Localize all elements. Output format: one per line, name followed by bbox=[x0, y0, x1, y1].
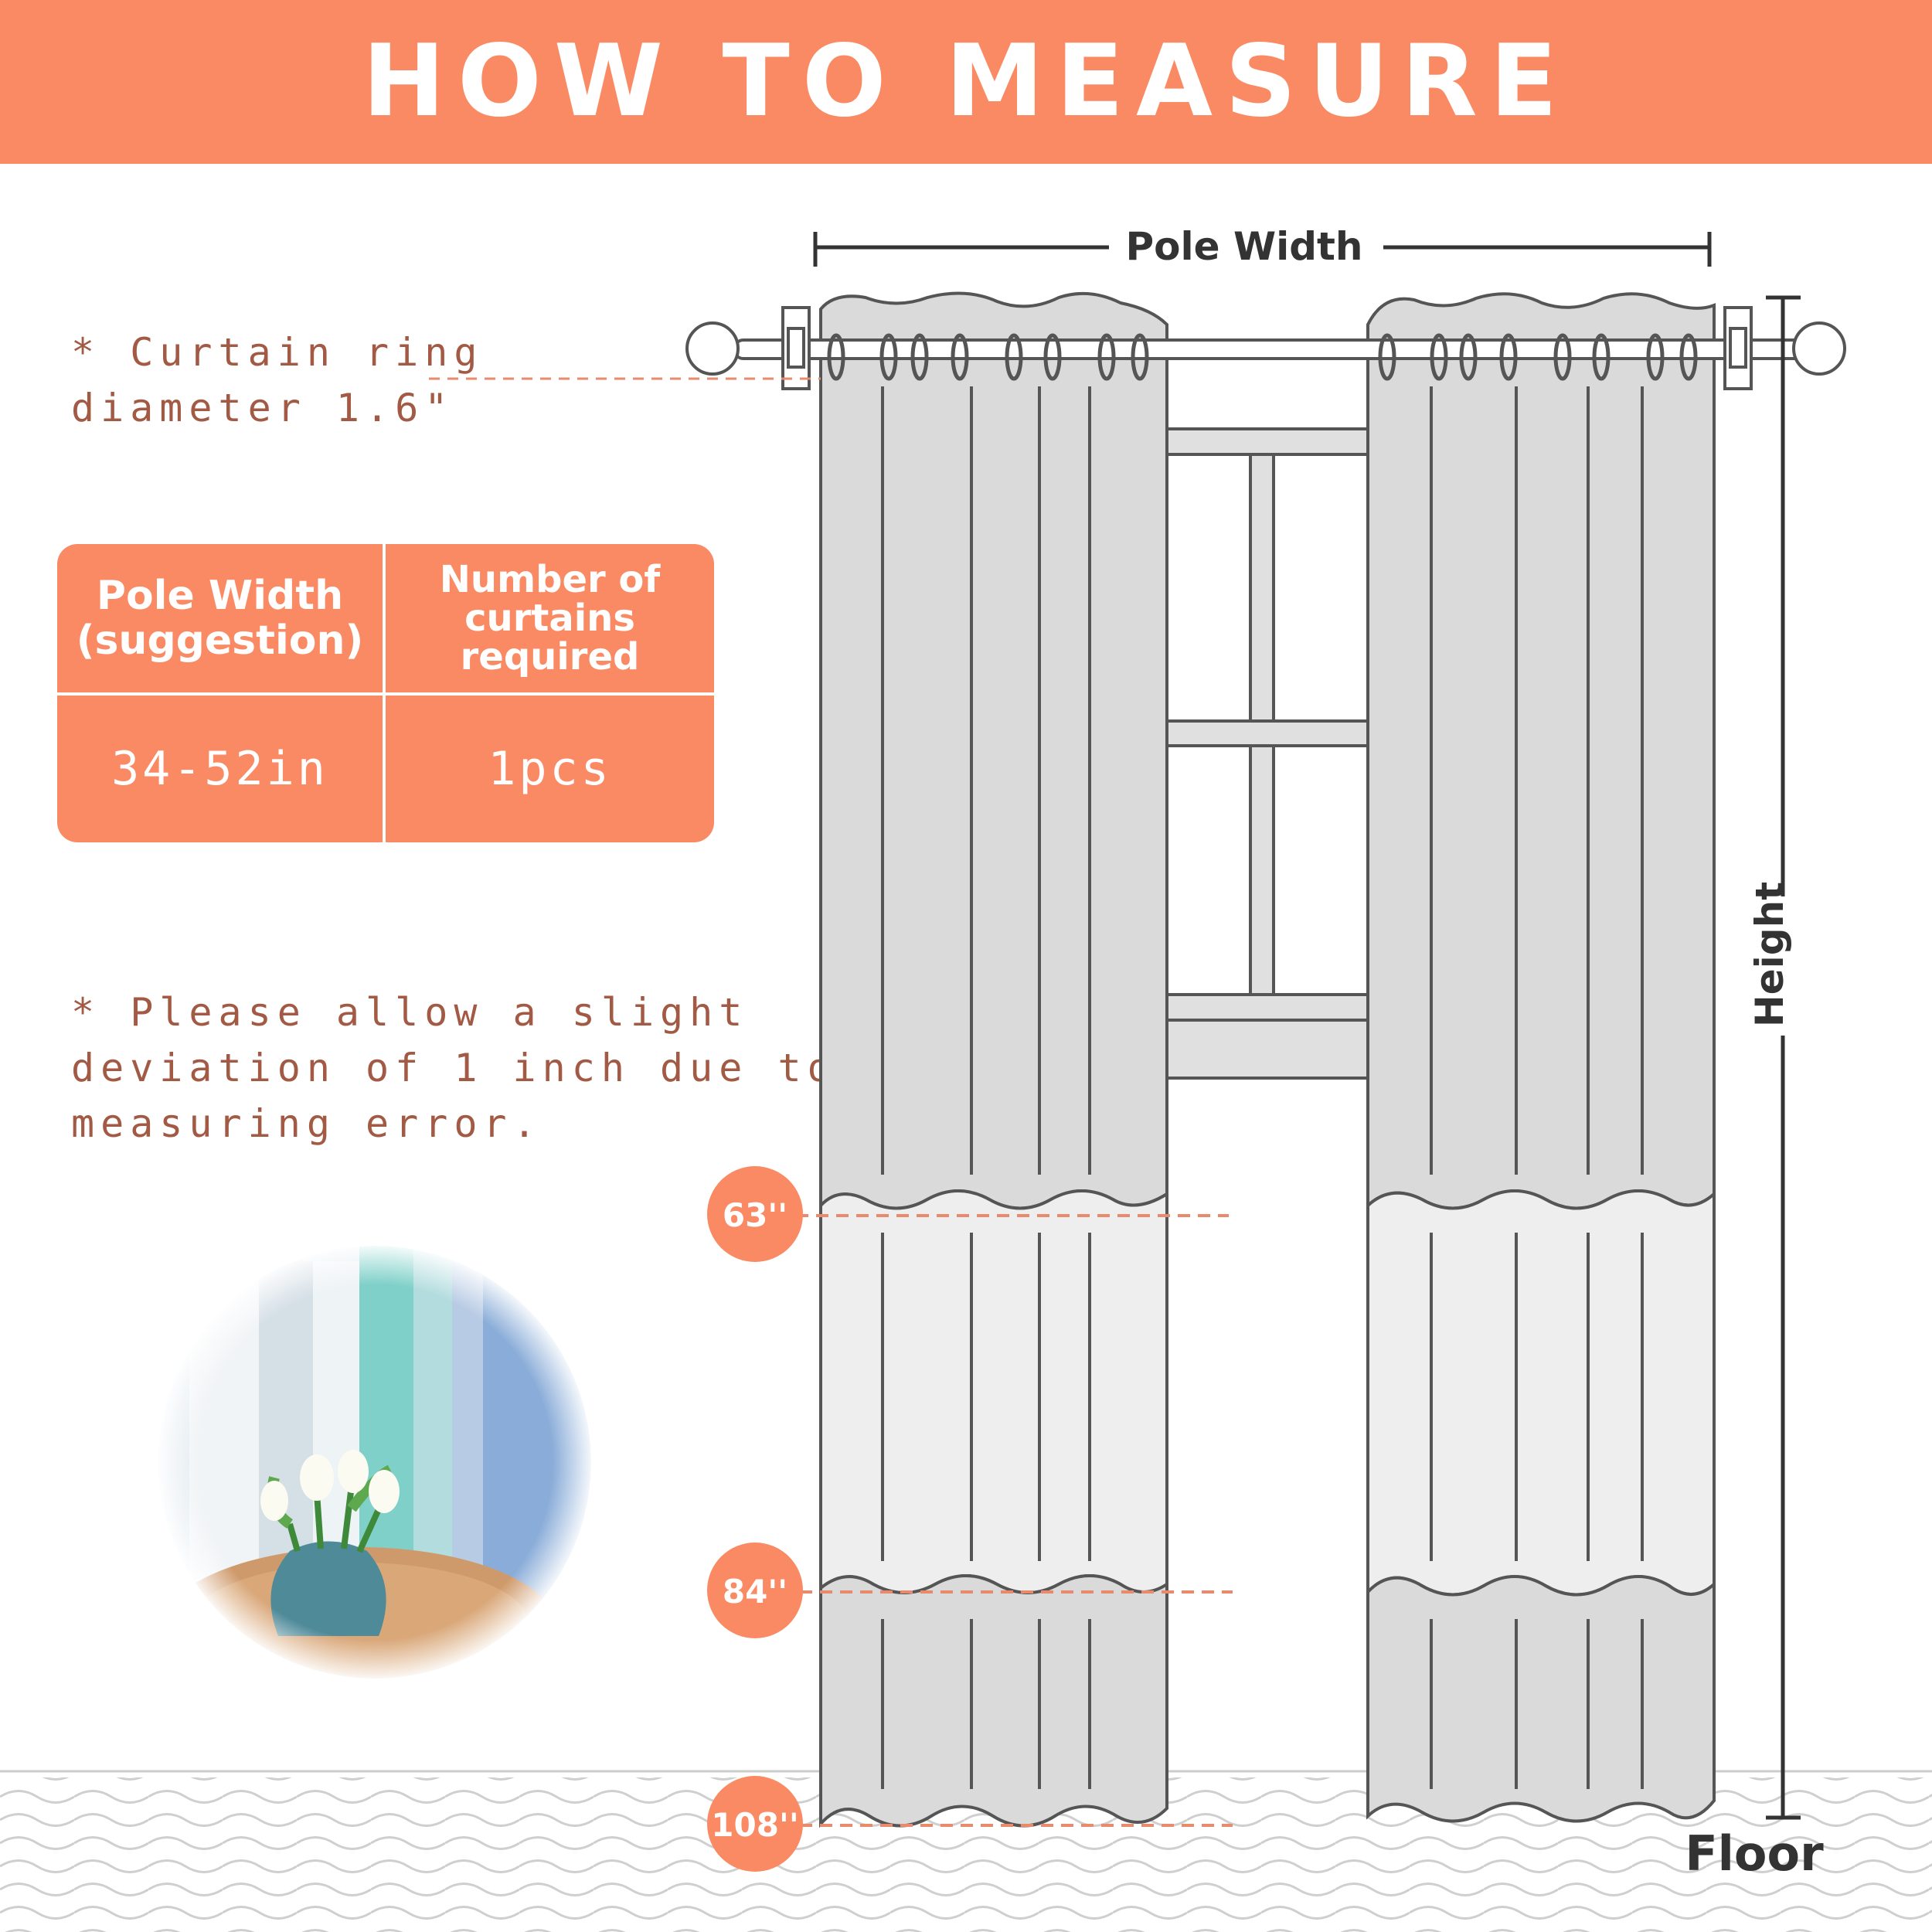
room-photo bbox=[158, 1246, 591, 1679]
curtain-rod bbox=[685, 306, 1846, 390]
table-cell-pole-width-value: 34-52in bbox=[111, 742, 328, 796]
length-marker-63: 63'' bbox=[707, 1166, 1229, 1262]
table-header-pole-width-line-2: (suggestion) bbox=[76, 617, 364, 664]
ring-note-line-2: diameter 1.6" bbox=[71, 386, 454, 430]
deviation-note: * Please allow a slight deviation of 1 i… bbox=[71, 985, 837, 1151]
table-header-pole-width-line-1: Pole Width bbox=[96, 573, 344, 619]
table-header-pole-width: Pole Width (suggestion) bbox=[57, 544, 383, 692]
table-header-curtain-count: Number of curtains required bbox=[386, 544, 714, 692]
floor-label: Floor bbox=[1685, 1825, 1824, 1882]
ring-note-line-1: * Curtain ring bbox=[71, 330, 484, 375]
length-63-label: 63'' bbox=[723, 1196, 787, 1234]
length-108-label: 108'' bbox=[711, 1806, 798, 1844]
window bbox=[1165, 427, 1369, 1080]
pole-width-label: Pole Width bbox=[1125, 224, 1362, 269]
page-title: HOW TO MEASURE bbox=[362, 24, 1570, 139]
table-header-curtain-count-line-2: curtains bbox=[464, 597, 635, 640]
header-banner: HOW TO MEASURE bbox=[0, 0, 1932, 164]
ring-diameter-note: * Curtain ring diameter 1.6" bbox=[71, 325, 483, 436]
table-row-divider bbox=[57, 692, 714, 696]
length-marker-108: 108'' bbox=[707, 1776, 1233, 1872]
length-84-label: 84'' bbox=[723, 1573, 787, 1611]
table-cell-curtain-count-value: 1pcs bbox=[488, 742, 612, 796]
room-photo-illustration bbox=[158, 1246, 591, 1679]
deviation-note-line-3: measuring error. bbox=[71, 1101, 543, 1146]
deviation-note-line-2: deviation of 1 inch due to bbox=[71, 1046, 837, 1090]
right-curtain bbox=[1366, 292, 1716, 1823]
pole-width-table: Pole Width (suggestion) Number of curtai… bbox=[57, 544, 714, 842]
pole-width-dimension: Pole Width bbox=[813, 224, 1712, 269]
length-marker-84: 84'' bbox=[707, 1543, 1233, 1638]
curtain-rings bbox=[827, 333, 1698, 381]
height-label: Height bbox=[1747, 882, 1792, 1027]
table-header-curtain-count-line-3: required bbox=[460, 635, 640, 679]
left-curtain bbox=[819, 291, 1168, 1828]
table-header-curtain-count-line-1: Number of bbox=[439, 558, 661, 601]
deviation-note-line-1: * Please allow a slight bbox=[71, 990, 749, 1035]
height-dimension: Height bbox=[1747, 295, 1801, 1820]
